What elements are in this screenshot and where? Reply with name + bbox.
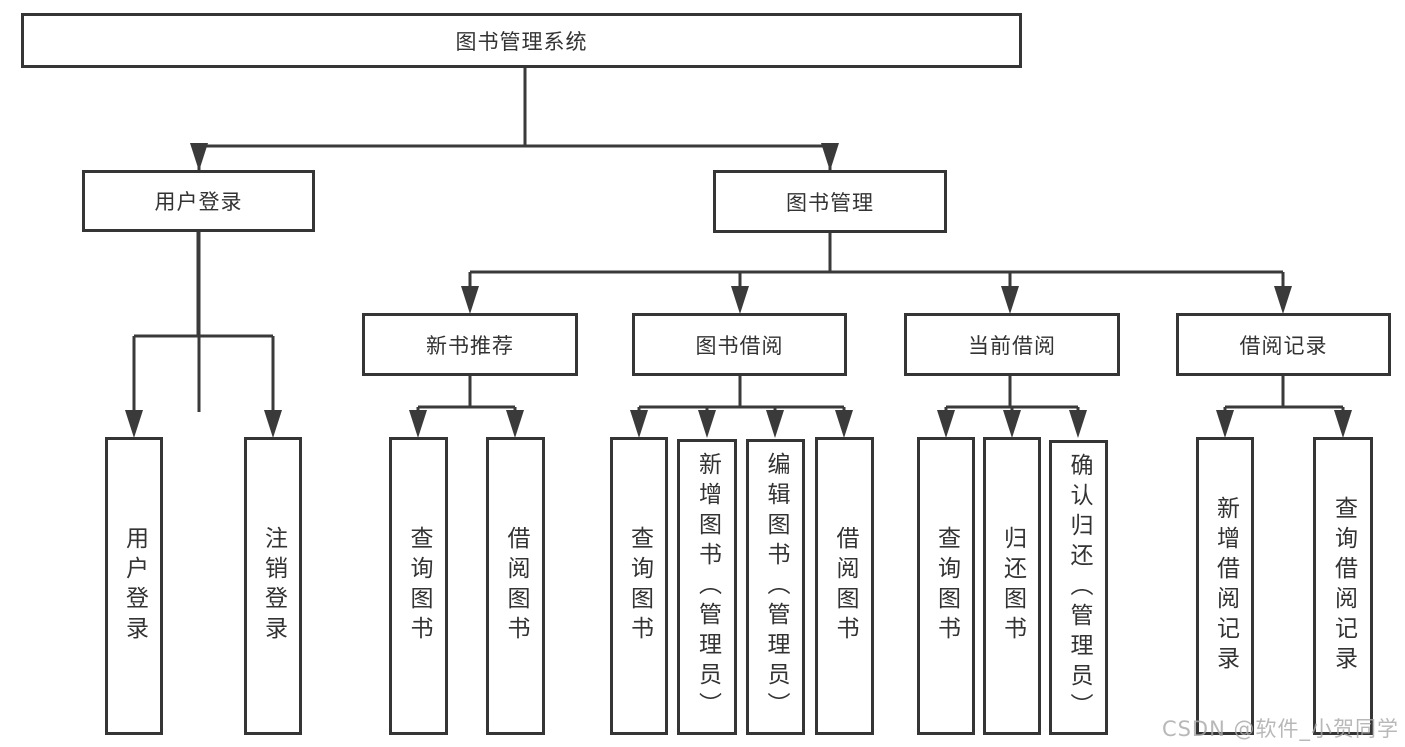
leaf-br-add-record: 新增借阅记录 [1196,437,1254,735]
node-borrow-records: 借阅记录 [1176,313,1391,376]
node-borrow-records-label: 借阅记录 [1239,333,1328,358]
leaf-cb-return-books-label: 归还图书 [999,526,1026,646]
leaf-cb-confirm-return-label: 确认归还（管理员） [1066,452,1092,723]
leaf-nbr-borrow-books: 借阅图书 [486,437,545,735]
node-book-management-branch-label: 图书管理 [786,190,874,215]
leaf-bb-query-books-label: 查询图书 [626,526,653,646]
leaf-br-add-record-label: 新增借阅记录 [1212,496,1239,676]
leaf-user-login: 用户登录 [105,437,163,735]
leaf-bb-edit-books-label: 编辑图书（管理员） [763,452,789,722]
leaf-bb-borrow-books: 借阅图书 [815,437,874,735]
node-user-login-branch-label: 用户登录 [154,190,243,214]
leaf-logout-label: 注销登录 [260,526,287,646]
node-new-book-recommend: 新书推荐 [362,313,578,376]
node-book-borrow-label: 图书借阅 [695,333,784,358]
leaf-nbr-query-books: 查询图书 [389,437,448,735]
node-new-book-recommend-label: 新书推荐 [426,333,514,358]
leaf-br-query-record-label: 查询借阅记录 [1330,496,1357,676]
node-root: 图书管理系统 [21,13,1022,68]
leaf-bb-borrow-books-label: 借阅图书 [832,526,858,646]
node-current-borrow: 当前借阅 [904,313,1120,376]
csdn-watermark: CSDN @软件_小贺同学 [1161,717,1399,741]
leaf-nbr-query-books-label: 查询图书 [406,526,432,646]
leaf-bb-edit-books: 编辑图书（管理员） [746,439,805,735]
leaf-bb-query-books: 查询图书 [610,437,668,735]
leaf-cb-query-books: 查询图书 [917,437,975,735]
leaf-bb-add-books-label: 新增图书（管理员） [694,452,721,722]
arrowheads [125,143,1352,438]
node-user-login-branch: 用户登录 [82,170,315,232]
node-book-borrow: 图书借阅 [632,313,847,376]
leaf-bb-add-books: 新增图书（管理员） [677,439,737,735]
node-current-borrow-label: 当前借阅 [968,333,1056,358]
leaf-cb-return-books: 归还图书 [983,437,1041,735]
leaf-logout: 注销登录 [244,437,302,735]
node-root-label: 图书管理系统 [455,29,588,54]
leaf-cb-query-books-label: 查询图书 [933,526,960,646]
leaf-cb-confirm-return: 确认归还（管理员） [1049,440,1108,735]
leaf-user-login-label: 用户登录 [121,526,148,646]
leaf-nbr-borrow-books-label: 借阅图书 [503,526,529,646]
node-book-management-branch: 图书管理 [713,170,947,233]
leaf-br-query-record: 查询借阅记录 [1313,437,1373,735]
